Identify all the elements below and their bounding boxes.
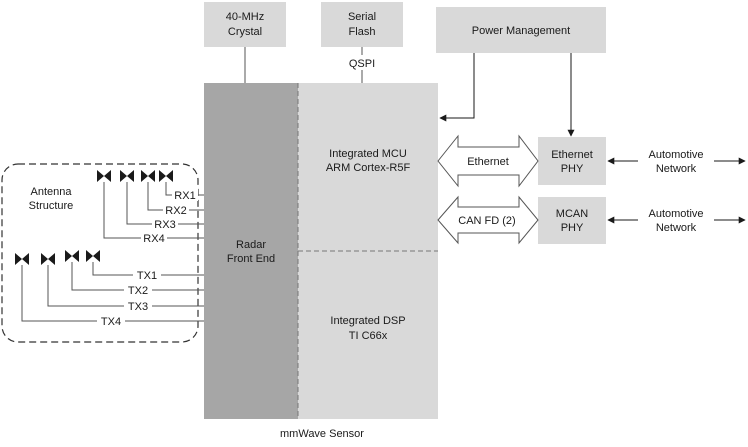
crystal-block bbox=[204, 2, 286, 47]
flash-label-line2: Flash bbox=[349, 26, 376, 38]
canfd-link-label: CAN FD (2) bbox=[458, 215, 515, 227]
mcan-phy-label-line2: PHY bbox=[561, 222, 584, 234]
tx4-label: TX4 bbox=[101, 316, 121, 328]
tx2-line bbox=[71, 262, 204, 291]
rx4-label: RX4 bbox=[143, 233, 164, 245]
ethernet-link-arrow bbox=[437, 134, 539, 188]
canfd-link-arrow bbox=[437, 195, 539, 245]
tx1-label: TX1 bbox=[137, 270, 157, 282]
power-management-label: Power Management bbox=[472, 25, 570, 37]
mcu-label-line1: Integrated MCU bbox=[329, 148, 407, 160]
mcu-label-line2: ARM Cortex-R5F bbox=[326, 162, 411, 174]
rx3-label: RX3 bbox=[154, 219, 175, 231]
tx-antenna-icon bbox=[41, 253, 55, 265]
serial-flash-block bbox=[321, 2, 403, 47]
rx3-line bbox=[126, 182, 204, 225]
network2-label-bg bbox=[638, 206, 714, 234]
dsp-label-line1: Integrated DSP bbox=[330, 315, 405, 327]
antenna-title-line1: Antenna bbox=[31, 186, 73, 198]
network1-label-bg bbox=[638, 147, 714, 175]
crystal-label-line2: Crystal bbox=[228, 26, 262, 38]
antenna-structure-boundary bbox=[1, 163, 199, 343]
rfe-label-line2: Front End bbox=[227, 253, 275, 265]
rx-antenna-icon bbox=[97, 170, 111, 182]
rx4-line bbox=[103, 182, 204, 239]
rx-antenna-icon bbox=[120, 170, 134, 182]
network1-label-line1: Automotive bbox=[648, 149, 703, 161]
flash-label-line1: Serial bbox=[348, 11, 376, 23]
ethernet-phy-label-line1: Ethernet bbox=[551, 149, 593, 161]
ethernet-link-label: Ethernet bbox=[467, 156, 509, 168]
mcan-phy-label-line1: MCAN bbox=[556, 208, 588, 220]
mcan-phy-block bbox=[538, 197, 606, 244]
tx-antenna-icon bbox=[86, 250, 100, 262]
sensor-caption: mmWave Sensor bbox=[280, 428, 364, 440]
tx-antenna-icon bbox=[15, 253, 29, 265]
network1-label-line2: Network bbox=[656, 163, 697, 175]
tx1-line bbox=[92, 262, 204, 276]
tx3-label: TX3 bbox=[128, 301, 148, 313]
crystal-label-line1: 40-MHz bbox=[226, 11, 265, 23]
dsp-label-line2: TI C66x bbox=[349, 330, 388, 342]
rx1-label: RX1 bbox=[174, 190, 195, 202]
rx-antenna-icon bbox=[141, 170, 155, 182]
rx2-label: RX2 bbox=[165, 205, 186, 217]
ethernet-phy-block bbox=[538, 137, 606, 185]
power-management-block bbox=[436, 7, 606, 53]
tx2-label: TX2 bbox=[128, 285, 148, 297]
rfe-label-line1: Radar bbox=[236, 239, 266, 251]
network2-label-line1: Automotive bbox=[648, 208, 703, 220]
radar-front-end-block bbox=[204, 83, 298, 419]
qspi-label: QSPI bbox=[349, 58, 375, 70]
ethernet-phy-label-line2: PHY bbox=[561, 163, 584, 175]
tx-antenna-icon bbox=[65, 250, 79, 262]
antenna-title-line2: Structure bbox=[29, 200, 74, 212]
network2-label-line2: Network bbox=[656, 222, 697, 234]
rx-antenna-icon bbox=[159, 170, 173, 182]
power-to-sensor-arrow bbox=[439, 53, 475, 122]
tx4-line bbox=[21, 265, 204, 322]
